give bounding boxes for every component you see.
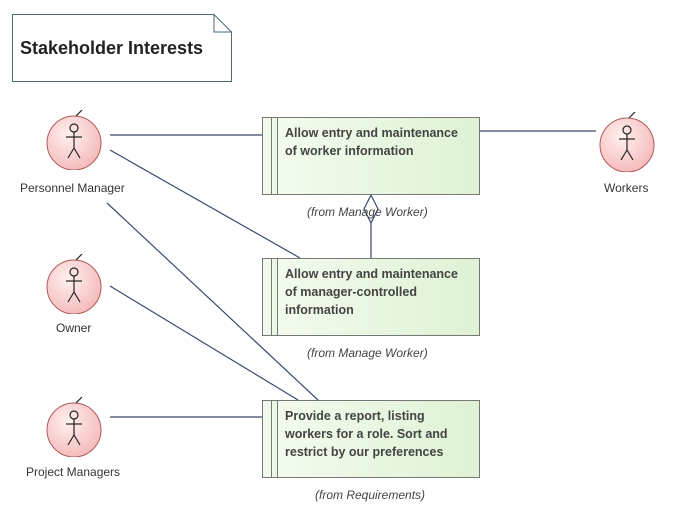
- assoc-personnel-manager-info[interactable]: [109, 149, 301, 259]
- actor-label-personnel-manager: Personnel Manager: [20, 181, 125, 195]
- requirement-text: Allow entry and maintenance of worker in…: [285, 126, 458, 158]
- requirement-manager-info[interactable]: Allow entry and maintenance of manager-c…: [262, 258, 480, 336]
- requirement-text: Provide a report, listing workers for a …: [285, 409, 448, 459]
- requirement-worker-info[interactable]: Allow entry and maintenance of worker in…: [262, 117, 480, 195]
- actor-workers[interactable]: [598, 112, 658, 172]
- actor-label-project-managers: Project Managers: [26, 465, 121, 479]
- requirement-origin: (from Manage Worker): [307, 205, 428, 219]
- actor-label-workers: Workers: [604, 181, 649, 195]
- actor-owner[interactable]: [45, 254, 105, 314]
- requirement-origin: (from Requirements): [315, 488, 426, 502]
- assoc-owner-report[interactable]: [109, 285, 299, 401]
- actor-personnel-manager[interactable]: [45, 110, 105, 170]
- diagram-title-note[interactable]: Stakeholder Interests: [12, 14, 232, 82]
- requirement-origin: (from Manage Worker): [307, 346, 428, 360]
- aggregation-diamond[interactable]: [363, 193, 379, 225]
- assoc-personnel-report[interactable]: [106, 202, 319, 401]
- actor-icon: [599, 112, 655, 172]
- actor-icon: [46, 110, 102, 170]
- requirement-stereotype-bar: [263, 401, 278, 477]
- diagram-title: Stakeholder Interests: [20, 38, 204, 58]
- requirement-text: Allow entry and maintenance of manager-c…: [285, 267, 458, 317]
- requirement-stereotype-bar: [263, 118, 278, 194]
- actor-icon: [46, 254, 102, 314]
- note-shape: [12, 14, 232, 82]
- actor-project-managers[interactable]: [45, 397, 105, 457]
- requirement-stereotype-bar: [263, 259, 278, 335]
- requirement-report[interactable]: Provide a report, listing workers for a …: [262, 400, 480, 478]
- actor-label-owner: Owner: [56, 321, 92, 335]
- actor-icon: [46, 397, 102, 457]
